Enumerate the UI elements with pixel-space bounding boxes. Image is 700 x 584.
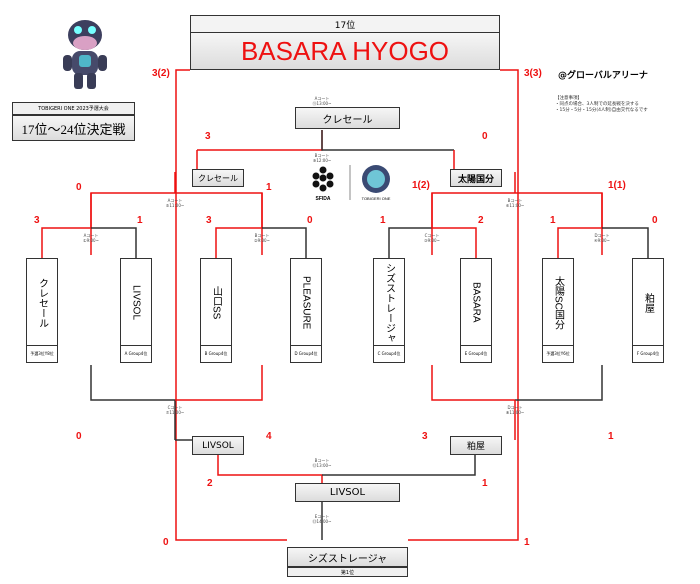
score-r1: 1 <box>137 215 143 226</box>
score-r1: 1 <box>550 215 556 226</box>
mid-bc-box: LIVSOL <box>295 483 400 502</box>
mid-br-box: 粕屋 <box>450 436 502 455</box>
score-final-left: 0 <box>163 537 169 548</box>
line-top-right <box>321 130 454 151</box>
score-ql-left: 0 <box>76 182 82 193</box>
final-winner: BASARA HYOGO <box>190 32 500 70</box>
line-final-right <box>408 69 519 541</box>
score-r1: 2 <box>478 215 484 226</box>
venue-label: @グローバルアリーナ <box>558 71 648 81</box>
score-final-right: 1 <box>524 537 530 548</box>
svg-text:TOBIGERI ONE: TOBIGERI ONE <box>362 196 391 201</box>
final-header: 17位 <box>190 15 500 33</box>
score-r1: 0 <box>652 215 658 226</box>
score-br-right: 1 <box>608 431 614 442</box>
team-box: クレセール予選3位Y8位 <box>26 258 58 363</box>
final-left-score: 3(2) <box>152 68 170 79</box>
tournament-name: TOBIGERI ONE 2023予選大会 <box>12 102 135 115</box>
score-qr-left: 1(2) <box>412 180 430 191</box>
tournament-title: 17位〜24位決定戦 <box>12 115 135 141</box>
score-r1: 3 <box>206 215 212 226</box>
mid-bl-box: LIVSOL <box>192 436 244 455</box>
score-r1: 0 <box>307 215 313 226</box>
score-qr-right: 1(1) <box>608 180 626 191</box>
team-box: 太陽SC国分予選3位Y6位 <box>542 258 574 363</box>
final-right-score: 3(3) <box>524 68 542 79</box>
svg-text:SFIDA: SFIDA <box>316 196 331 202</box>
score-bl-right: 4 <box>266 431 272 442</box>
score-top-left: 3 <box>205 131 211 142</box>
score-r1: 1 <box>380 215 386 226</box>
mascot-logo <box>63 20 107 89</box>
score-top-right: 0 <box>482 131 488 142</box>
mid-top-box: クレセール <box>295 107 400 129</box>
score-ql-right: 1 <box>266 182 272 193</box>
bottom-winner: シズストレージャ <box>287 547 408 567</box>
score-bl-left: 0 <box>76 431 82 442</box>
score-bc-right: 1 <box>482 478 488 489</box>
score-bc-left: 2 <box>207 478 213 489</box>
bottom-label: 第1位 <box>287 567 408 577</box>
sfida-logo: SFIDA <box>312 166 334 202</box>
mid-left-box: クレセール <box>192 169 244 187</box>
mid-right-box: 太陽国分 <box>450 169 502 187</box>
line-top-left <box>197 130 323 151</box>
notes: 【注意事項】・同点の場合、3人制での延長戦を決する・15分・5分・15分(4人制… <box>555 96 648 113</box>
tobigeri-logo: TOBIGERI ONE <box>362 165 391 201</box>
score-r1: 3 <box>34 215 40 226</box>
line-final-left <box>175 69 287 541</box>
score-br-left: 3 <box>422 431 428 442</box>
